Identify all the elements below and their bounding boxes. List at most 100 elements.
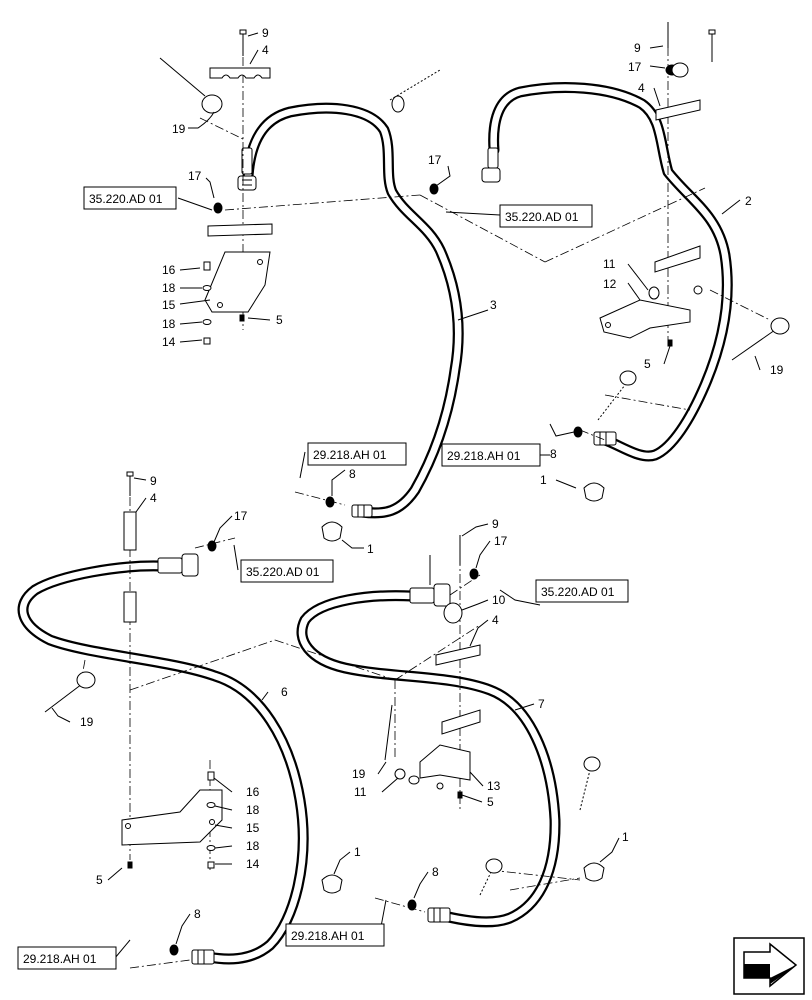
callout-7: 7 xyxy=(538,697,545,711)
callout-4-ll: 4 xyxy=(150,491,157,505)
clamp-lower-lr xyxy=(441,709,481,735)
callout-numbers: 9 4 19 17 16 18 15 18 14 5 3 8 1 9 17 4 … xyxy=(80,26,784,921)
hose-6-fitting-bottom xyxy=(191,949,215,965)
callout-5-ul: 5 xyxy=(276,313,283,327)
callout-19-ur: 19 xyxy=(770,363,784,377)
callout-14-ul: 14 xyxy=(162,335,176,349)
callout-13-lr: 13 xyxy=(487,779,501,793)
hose-7 xyxy=(296,583,561,928)
callout-11-lr: 11 xyxy=(354,785,367,799)
callout-8-ll: 8 xyxy=(194,907,201,921)
clamp-4-lr xyxy=(435,644,481,666)
ref-label: 29.218.AH 01 xyxy=(447,449,521,463)
callout-8-lr: 8 xyxy=(432,865,439,879)
ref-label: 35.220.AD 01 xyxy=(541,585,615,599)
ref-box-ul[interactable]: 35.220.AD 01 xyxy=(83,186,177,210)
callout-2: 2 xyxy=(745,194,752,208)
hose-7-fitting-top xyxy=(409,583,451,607)
clamp-4-lower-ul xyxy=(207,223,273,237)
callout-1-ul: 1 xyxy=(367,542,374,556)
clamp-4-ll xyxy=(123,511,137,551)
callout-18-ul: 18 xyxy=(162,281,176,295)
callout-1-ll: 1 xyxy=(354,845,361,859)
bracket-15-ll xyxy=(121,789,223,846)
callout-19-ul: 19 xyxy=(172,122,186,136)
ref-box-bottom-mid[interactable]: 29.218.AH 01 xyxy=(285,923,385,947)
callout-1-ur: 1 xyxy=(540,473,547,487)
callout-5-ur: 5 xyxy=(644,357,651,371)
hose-6-fitting-top xyxy=(157,553,199,577)
tie-19-lr xyxy=(384,704,393,761)
hose-3-fitting-top xyxy=(237,147,257,191)
pin-19-ur xyxy=(731,317,790,361)
bolts-ur xyxy=(667,22,716,62)
hose-3-fitting-bottom xyxy=(351,504,373,518)
bolts-lr xyxy=(429,535,461,585)
small-hardware-ul xyxy=(202,69,441,345)
clip-1-ul xyxy=(321,496,343,542)
hose-2-fitting-bottom xyxy=(593,431,617,446)
clip-1-lr xyxy=(583,862,605,882)
callout-9-ul: 9 xyxy=(262,26,269,40)
clip-1-ll xyxy=(321,874,343,894)
tie-ur xyxy=(597,370,637,421)
callout-9-ur: 9 xyxy=(634,41,641,55)
washer-17-ll xyxy=(207,540,217,552)
next-page-arrow-icon[interactable] xyxy=(733,937,805,995)
ref-box-lr[interactable]: 35.220.AD 01 xyxy=(535,579,629,603)
callout-16-ul: 16 xyxy=(162,263,176,277)
ref-box-ur[interactable]: 35.220.AD 01 xyxy=(499,204,593,228)
washer-17-ur2 xyxy=(429,183,439,195)
pin-19-ul xyxy=(159,57,223,114)
washer-17-lr xyxy=(469,568,479,580)
washer-17-ur xyxy=(665,62,689,78)
leader-lines xyxy=(51,32,761,959)
callout-8-ul: 8 xyxy=(349,467,356,481)
pin-19-ll xyxy=(44,671,96,713)
callout-6: 6 xyxy=(281,685,288,699)
clamp-4-ur xyxy=(655,99,701,121)
ref-box-mid-right[interactable]: 29.218.AH 01 xyxy=(441,443,541,467)
callout-17-ur: 17 xyxy=(628,60,642,74)
ref-label: 35.220.AD 01 xyxy=(505,210,579,224)
callout-19-ll: 19 xyxy=(80,715,94,729)
ref-box-mid-left[interactable]: 29.218.AH 01 xyxy=(307,442,407,466)
bolt-9-ul xyxy=(239,29,247,56)
nut-11-ur xyxy=(648,285,703,347)
callout-14-ll: 14 xyxy=(246,857,260,871)
oring-8-lr xyxy=(407,899,417,911)
ref-label: 29.218.AH 01 xyxy=(23,952,97,966)
hose-2-fitting-top xyxy=(481,147,501,183)
ref-label: 29.218.AH 01 xyxy=(313,448,387,462)
callout-3: 3 xyxy=(490,298,497,312)
bracket-12-ur xyxy=(599,299,691,339)
ref-label: 29.218.AH 01 xyxy=(291,929,365,943)
ref-box-ll[interactable]: 35.220.AD 01 xyxy=(240,559,334,583)
ref-label: 35.220.AD 01 xyxy=(246,565,320,579)
clamp-lower-ll xyxy=(123,591,137,623)
callout-1-lr: 1 xyxy=(622,830,629,844)
clamp-lower-ur xyxy=(654,245,701,273)
callout-17b-ur: 17 xyxy=(428,153,442,167)
callout-18b-ll: 18 xyxy=(246,839,260,853)
callout-15-ll: 15 xyxy=(246,821,260,835)
callout-9-ll: 9 xyxy=(150,474,157,488)
ref-box-bottom-left[interactable]: 29.218.AH 01 xyxy=(17,946,117,970)
ties-lr xyxy=(479,756,601,896)
callout-10-lr: 10 xyxy=(492,593,506,607)
bolt-9-ll xyxy=(126,471,134,496)
hose-6 xyxy=(17,553,309,965)
hose-3 xyxy=(237,102,464,519)
callout-17-lr: 17 xyxy=(494,534,508,548)
callout-11-ur: 11 xyxy=(603,257,616,271)
callout-19-lr: 19 xyxy=(352,767,366,781)
callout-5-ll: 5 xyxy=(96,873,103,887)
callout-15-ul: 15 xyxy=(162,298,176,312)
callout-18-ll: 18 xyxy=(246,803,260,817)
oring-8-ll xyxy=(169,944,179,956)
washer-17-ul xyxy=(213,202,223,214)
callout-4-ur: 4 xyxy=(638,81,645,95)
hose-7-fitting-bottom xyxy=(427,907,451,923)
bracket-15-ul xyxy=(204,251,271,313)
